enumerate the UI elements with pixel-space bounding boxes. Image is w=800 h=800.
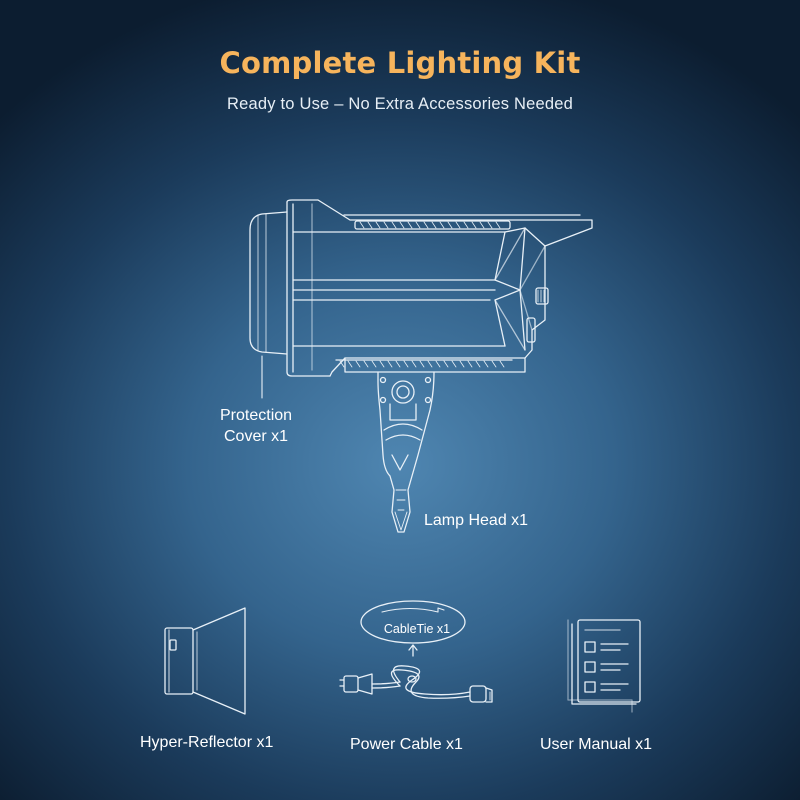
protection-cover-label-line1: Protection: [220, 407, 293, 424]
protection-cover-label-line2: Cover x1: [224, 428, 289, 445]
power-cable-drawing: [339, 665, 493, 703]
cable-tie-label: CableTie x1: [383, 622, 451, 636]
power-cable-label: Power Cable x1: [350, 736, 463, 753]
reflector-label: Hyper-Reflector x1: [140, 734, 274, 751]
protection-cover-label: Protection Cover x1: [220, 405, 292, 447]
user-manual-drawing: [567, 619, 641, 713]
page-subtitle: Ready to Use – No Extra Accessories Need…: [227, 95, 573, 113]
user-manual-label: User Manual x1: [540, 736, 653, 753]
cable-tie-drawing: [360, 600, 466, 657]
page-title: Complete Lighting Kit: [219, 46, 581, 80]
lamp-head-drawing: [249, 199, 593, 533]
protection-cover-drawing: [249, 211, 288, 355]
lamp-head-label: Lamp Head x1: [424, 512, 529, 529]
reflector-drawing: [164, 607, 246, 715]
